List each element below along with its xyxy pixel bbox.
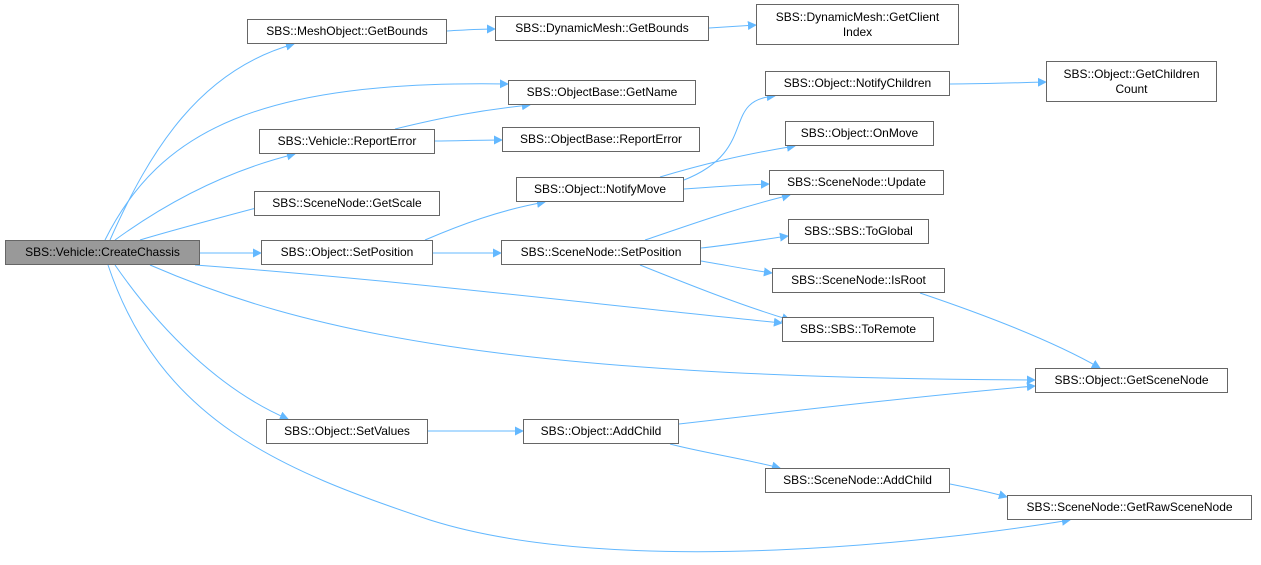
edge-createchassis-to-ob_getname — [104, 79, 509, 241]
node-label: SBS::Object::NotifyMove — [533, 182, 667, 196]
node-label: SBS::Object::AddChild — [540, 424, 662, 438]
node-label: SBS::MeshObject::GetBounds — [266, 24, 428, 38]
node-sbs_toglobal[interactable]: SBS::SBS::ToGlobal — [788, 219, 929, 244]
edge-sn_setposition-to-sn_update — [644, 192, 791, 241]
edge-sn_setposition-to-sbs_toremote — [639, 264, 791, 322]
edge-sn_setposition-to-sn_isroot — [700, 260, 773, 277]
node-createchassis[interactable]: SBS::Vehicle::CreateChassis — [5, 240, 200, 265]
node-sn_addchild[interactable]: SBS::SceneNode::AddChild — [765, 468, 950, 493]
node-label: SBS::SceneNode::GetScale — [272, 196, 422, 210]
node-sbs_toremote[interactable]: SBS::SBS::ToRemote — [782, 317, 934, 342]
edge-sn_addchild-to-sn_getrawscenenode — [949, 483, 1008, 500]
node-label: SBS::SceneNode::Update — [787, 175, 926, 189]
node-label: SBS::SceneNode::AddChild — [783, 473, 932, 487]
node-obj_notifychildren[interactable]: SBS::Object::NotifyChildren — [765, 71, 950, 96]
node-label: SBS::Object::GetSceneNode — [1054, 373, 1209, 387]
edge-obj_notifychildren-to-obj_getchildrencount — [949, 77, 1047, 87]
node-ob_getname[interactable]: SBS::ObjectBase::GetName — [508, 80, 696, 105]
node-obj_setposition[interactable]: SBS::Object::SetPosition — [261, 240, 433, 265]
node-label: SBS::Object::SetValues — [284, 424, 410, 438]
edge-sn_setposition-to-sbs_toglobal — [700, 232, 789, 249]
node-obj_getchildrencount[interactable]: SBS::Object::GetChildren Count — [1046, 61, 1217, 102]
node-obj_setvalues[interactable]: SBS::Object::SetValues — [266, 419, 428, 444]
node-ob_reporterror[interactable]: SBS::ObjectBase::ReportError — [502, 127, 700, 152]
edge-dm_getbounds-to-dm_getclientindex — [708, 21, 757, 30]
node-mo_getbounds[interactable]: SBS::MeshObject::GetBounds — [247, 19, 447, 44]
edge-obj_addchild-to-sn_addchild — [669, 443, 781, 471]
edge-createchassis-to-obj_setvalues — [114, 264, 289, 420]
edge-createchassis-to-sbs_toremote — [194, 264, 783, 327]
node-sn_getrawscenenode[interactable]: SBS::SceneNode::GetRawSceneNode — [1007, 495, 1252, 520]
node-label: SBS::ObjectBase::ReportError — [519, 132, 683, 146]
node-dm_getbounds[interactable]: SBS::DynamicMesh::GetBounds — [495, 16, 709, 41]
node-obj_getscenenode[interactable]: SBS::Object::GetSceneNode — [1035, 368, 1228, 393]
edge-createchassis-to-veh_reporterror — [114, 151, 296, 241]
edge-obj_notifymove-to-obj_onmove — [659, 142, 796, 178]
node-label: SBS::Object::SetPosition — [280, 245, 414, 259]
node-label: SBS::DynamicMesh::GetBounds — [515, 21, 689, 35]
node-label: SBS::Object::OnMove — [800, 126, 919, 140]
node-label: SBS::ObjectBase::GetName — [526, 85, 678, 99]
edge-obj_notifymove-to-sn_update — [683, 179, 770, 190]
node-label: SBS::Vehicle::CreateChassis — [25, 245, 180, 259]
edge-mo_getbounds-to-dm_getbounds — [446, 24, 496, 34]
edge-obj_notifymove-to-obj_notifychildren — [683, 92, 776, 181]
edge-createchassis-to-sn_getrawscenenode — [107, 264, 1071, 553]
edge-obj_setposition-to-obj_notifymove — [424, 198, 546, 241]
edge-veh_reporterror-to-ob_getname — [394, 101, 531, 130]
node-sn_update[interactable]: SBS::SceneNode::Update — [769, 170, 944, 195]
node-obj_onmove[interactable]: SBS::Object::OnMove — [785, 121, 934, 146]
node-veh_reporterror[interactable]: SBS::Vehicle::ReportError — [259, 129, 435, 154]
node-label: SBS::SBS::ToGlobal — [804, 224, 913, 238]
node-label: SBS::SceneNode::SetPosition — [520, 245, 682, 259]
node-dm_getclientindex[interactable]: SBS::DynamicMesh::GetClient Index — [756, 4, 959, 45]
node-label: SBS::DynamicMesh::GetClient Index — [775, 9, 940, 39]
edge-createchassis-to-obj_getscenenode — [149, 264, 1036, 385]
node-obj_addchild[interactable]: SBS::Object::AddChild — [523, 419, 679, 444]
node-label: SBS::SceneNode::IsRoot — [791, 273, 926, 287]
node-obj_notifymove[interactable]: SBS::Object::NotifyMove — [516, 177, 684, 202]
edge-sn_isroot-to-obj_getscenenode — [919, 292, 1101, 369]
node-sn_setposition[interactable]: SBS::SceneNode::SetPosition — [501, 240, 701, 265]
node-label: SBS::Vehicle::ReportError — [277, 134, 417, 148]
node-label: SBS::Object::GetChildren Count — [1063, 66, 1200, 96]
edge-createchassis-to-mo_getbounds — [109, 41, 295, 241]
edge-veh_reporterror-to-ob_reporterror — [434, 135, 503, 145]
node-sn_isroot[interactable]: SBS::SceneNode::IsRoot — [772, 268, 945, 293]
node-sn_getscale[interactable]: SBS::SceneNode::GetScale — [254, 191, 440, 216]
edge-obj_addchild-to-obj_getscenenode — [678, 382, 1036, 425]
node-label: SBS::SceneNode::GetRawSceneNode — [1026, 500, 1233, 514]
node-label: SBS::SBS::ToRemote — [799, 322, 917, 336]
node-label: SBS::Object::NotifyChildren — [783, 76, 932, 90]
